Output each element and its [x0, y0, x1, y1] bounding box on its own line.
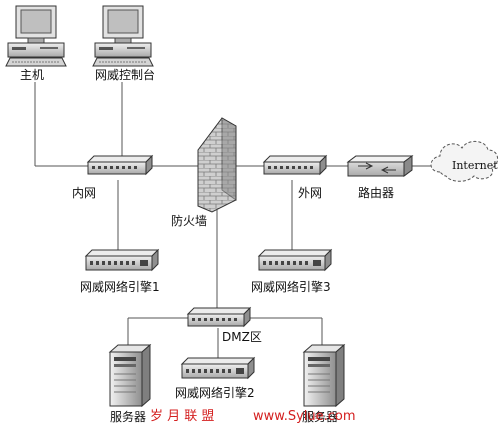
extranet-hub-icon [262, 154, 328, 176]
server-left-label: 服务器 [110, 410, 147, 424]
console-label: 网威控制台 [95, 68, 156, 82]
extranet-label: 外网 [298, 186, 323, 200]
intranet-label: 内网 [72, 186, 97, 200]
firewall-icon [197, 117, 237, 213]
dmz-label: DMZ区 [222, 330, 262, 344]
engine3-label: 网威网络引擎3 [251, 280, 331, 294]
firewall-label: 防火墙 [171, 214, 208, 228]
dmz-hub-icon [186, 306, 252, 328]
engine2-label: 网威网络引擎2 [175, 386, 255, 400]
router-icon [346, 155, 414, 177]
console-computer-icon [92, 5, 154, 67]
internet-label: Internet [452, 159, 498, 172]
host-computer-icon [5, 5, 67, 67]
intranet-hub-icon [86, 154, 154, 176]
internet-cloud-icon [430, 141, 498, 182]
server-left-icon [108, 343, 152, 408]
engine3-device-icon [257, 248, 333, 272]
watermark-left: 岁 月 联 盟 [150, 409, 215, 424]
server-right-icon [302, 343, 346, 408]
watermark-right: www.Sylue.com [253, 409, 356, 424]
engine1-device-icon [84, 248, 160, 272]
engine1-label: 网威网络引擎1 [80, 280, 160, 294]
router-label: 路由器 [358, 186, 395, 200]
host-label: 主机 [20, 68, 45, 82]
server-right-label: 服务器 [302, 410, 339, 424]
connection-lines [34, 82, 440, 358]
engine2-device-icon [180, 356, 256, 380]
